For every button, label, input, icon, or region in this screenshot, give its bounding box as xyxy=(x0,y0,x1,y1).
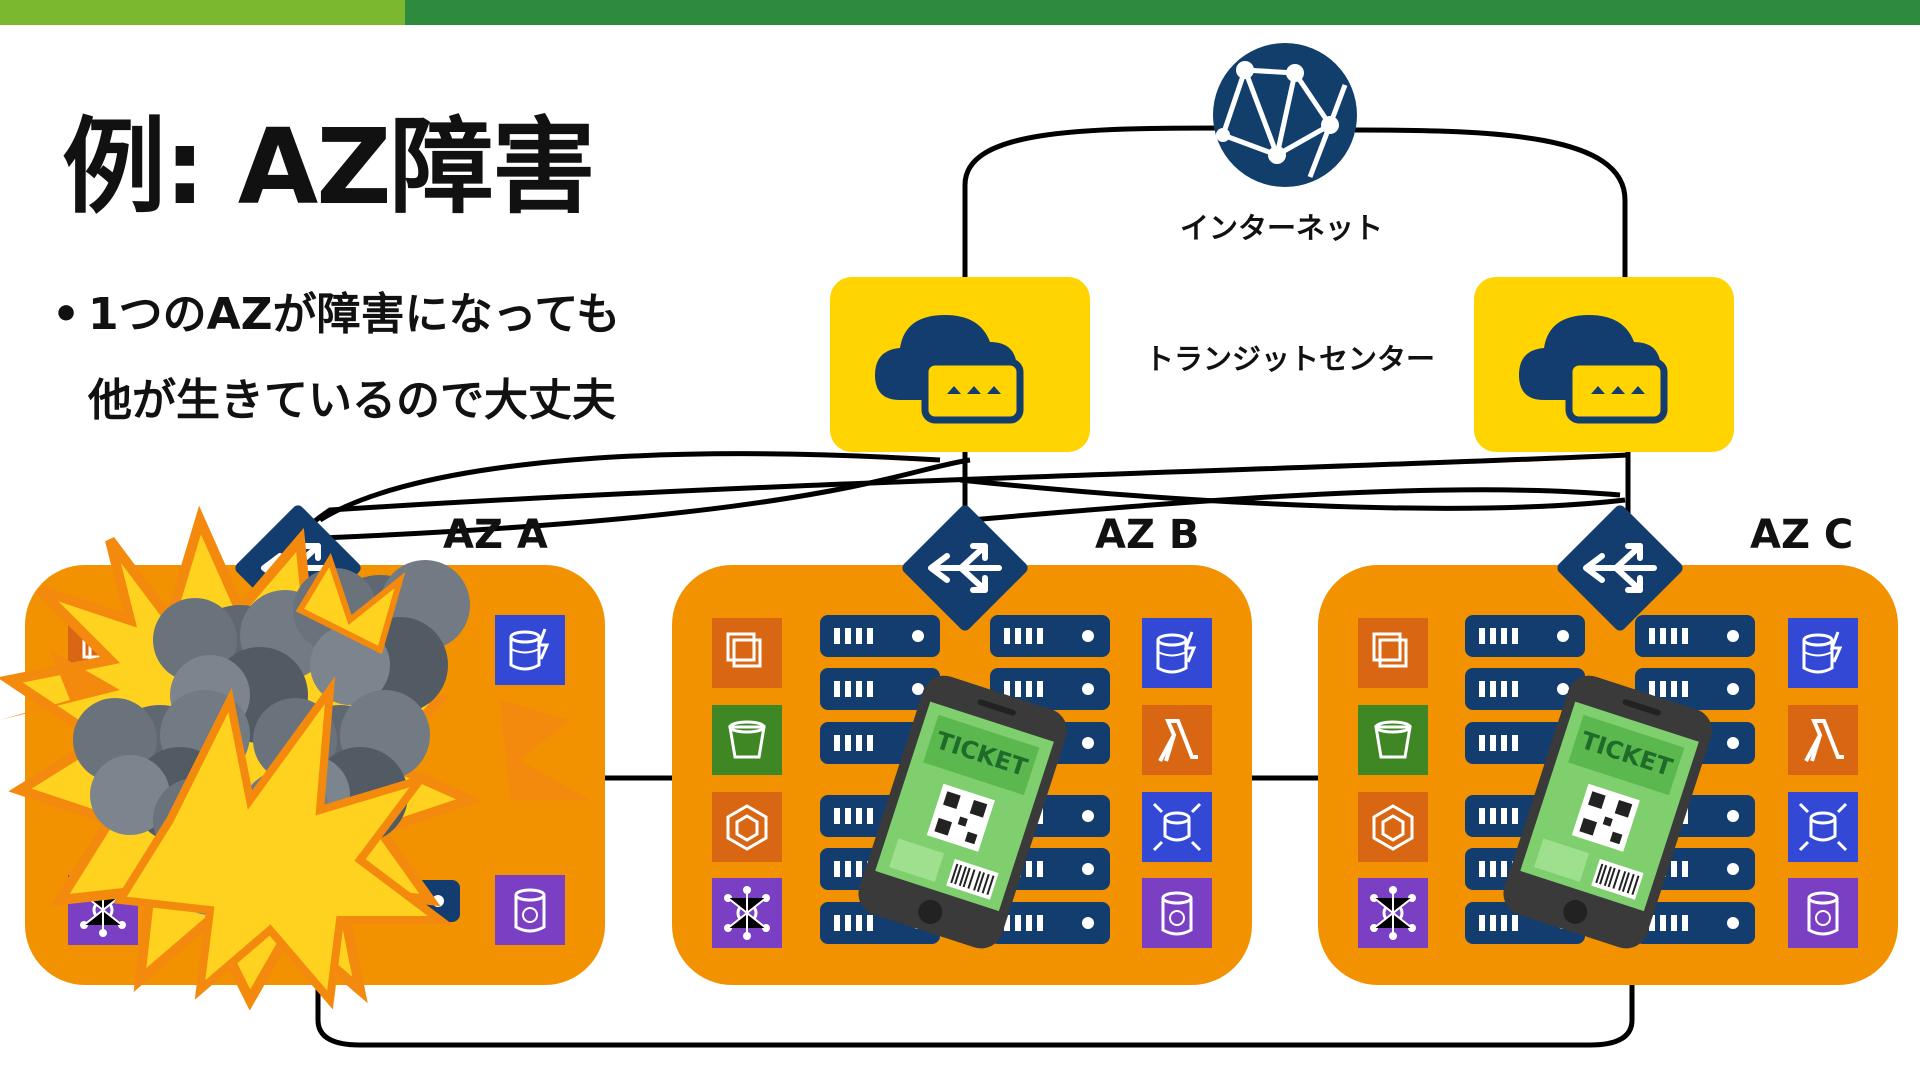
az-a-label: AZ A xyxy=(443,512,548,558)
transit-center-label: トランジットセンター xyxy=(1145,342,1436,376)
transit-c-to-b-link xyxy=(969,487,1621,523)
transit-center-left xyxy=(830,277,1090,452)
graph-nodes-icon xyxy=(710,876,784,950)
explosion-icon xyxy=(0,505,590,1011)
bullet-item: • 1つのAZが障害になっても xyxy=(52,272,620,358)
header-bar xyxy=(405,0,1920,25)
transit-b-to-c-link xyxy=(959,477,1626,511)
bullet-line-2: 他が生きているので大丈夫 xyxy=(88,375,616,426)
transit-a-to-b-link xyxy=(318,451,941,523)
s3-bucket-icon xyxy=(1356,703,1430,777)
az-a-c-link xyxy=(315,985,1635,1048)
mobile-ticket-icon: TICKET xyxy=(1496,669,1719,956)
internet-link-right xyxy=(1354,127,1628,280)
storage-cylinder-icon xyxy=(1786,876,1860,950)
ec2-chip-icon xyxy=(710,616,784,690)
storage-cylinder-icon xyxy=(1140,876,1214,950)
internet-link-left xyxy=(962,125,1226,280)
rds-icon xyxy=(1786,790,1860,864)
ec2-chip-icon xyxy=(1356,616,1430,690)
header-bar-accent xyxy=(0,0,405,25)
ecs-hexagon-icon xyxy=(710,790,784,864)
slide-title: 例: AZ障害 xyxy=(62,106,596,228)
bullet-list: • 1つのAZが障害になっても 他が生きているので大丈夫 xyxy=(52,272,620,444)
bullet-item-continued: 他が生きているので大丈夫 xyxy=(52,358,620,444)
dynamodb-icon xyxy=(1140,616,1214,690)
s3-bucket-icon xyxy=(710,703,784,777)
dynamodb-icon xyxy=(1786,616,1860,690)
rds-icon xyxy=(1140,790,1214,864)
transit-center-right xyxy=(1474,277,1734,452)
graph-nodes-icon xyxy=(1356,876,1430,950)
az-c-label: AZ C xyxy=(1750,512,1854,558)
az-c-box: TICKET xyxy=(1318,565,1898,985)
globe-network-icon xyxy=(1213,43,1357,187)
transit-b-to-a-link xyxy=(269,457,971,543)
bullet-dot-icon: • xyxy=(52,289,81,340)
lambda-icon xyxy=(1786,703,1860,777)
az-b-box: TICKET xyxy=(672,565,1252,985)
ecs-hexagon-icon xyxy=(1356,790,1430,864)
bullet-line-1: 1つのAZが障害になっても xyxy=(88,289,621,340)
lambda-icon xyxy=(1140,703,1214,777)
internet-label: インターネット xyxy=(1180,211,1384,245)
az-b-label: AZ B xyxy=(1095,512,1200,558)
mobile-ticket-icon: TICKET xyxy=(851,669,1074,956)
